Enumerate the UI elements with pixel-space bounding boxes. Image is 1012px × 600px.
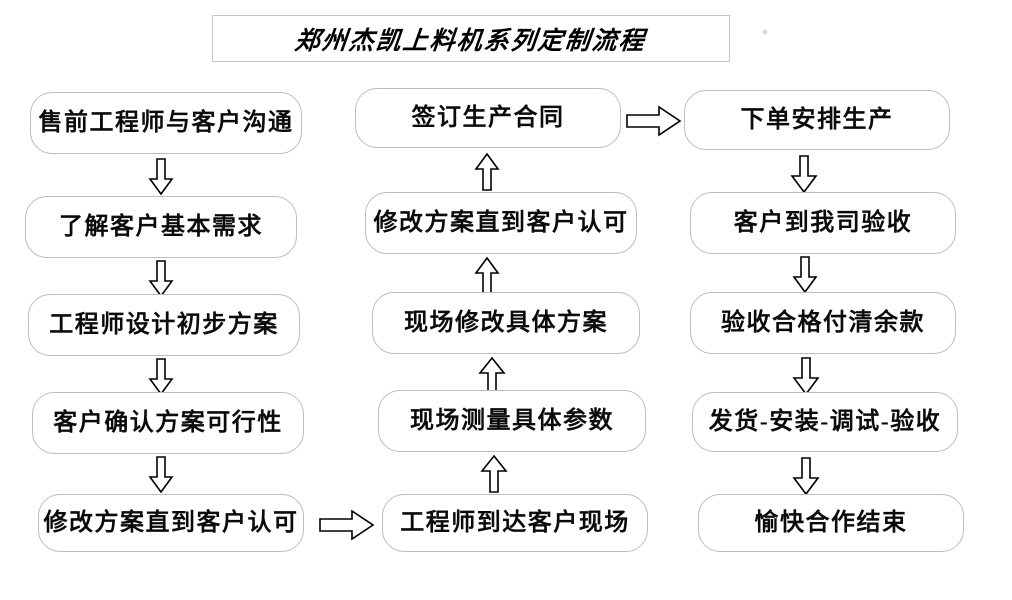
arrow-right-c2s1-c3s1 bbox=[625, 104, 683, 138]
diagram-title: 郑州杰凯上料机系列定制流程 bbox=[293, 27, 648, 55]
node-c1s3[interactable]: 工程师设计初步方案 bbox=[28, 294, 300, 356]
arrow-right-c1s5-c2s5 bbox=[318, 508, 376, 542]
node-label: 愉快合作结束 bbox=[754, 510, 908, 536]
node-c1s4[interactable]: 客户确认方案可行性 bbox=[32, 392, 304, 454]
node-c2s2[interactable]: 修改方案直到客户认可 bbox=[365, 192, 637, 254]
node-label: 现场修改具体方案 bbox=[404, 310, 608, 336]
node-label: 客户到我司验收 bbox=[733, 210, 913, 236]
arrow-down-c1s4-c1s5 bbox=[148, 456, 174, 494]
arrow-down-c1s2-c1s3 bbox=[148, 260, 174, 298]
node-label: 工程师到达客户现场 bbox=[400, 510, 630, 536]
node-c2s1[interactable]: 签订生产合同 bbox=[355, 88, 621, 148]
diagram-title-box: 郑州杰凯上料机系列定制流程 bbox=[212, 15, 730, 62]
node-c3s5[interactable]: 愉快合作结束 bbox=[698, 494, 964, 552]
node-label: 签订生产合同 bbox=[411, 105, 565, 131]
arrow-down-c3s1-c3s2 bbox=[790, 154, 818, 194]
node-label: 工程师设计初步方案 bbox=[49, 312, 279, 338]
node-c3s3[interactable]: 验收合格付清余款 bbox=[690, 292, 956, 354]
node-c1s5[interactable]: 修改方案直到客户认可 bbox=[38, 494, 304, 552]
arrow-up-c2s5-c2s4 bbox=[480, 454, 508, 494]
node-c3s4[interactable]: 发货-安装-调试-验收 bbox=[692, 392, 958, 452]
arrow-up-c2s2-c2s1 bbox=[474, 152, 500, 192]
node-label: 修改方案直到客户认可 bbox=[373, 210, 629, 236]
arrow-down-c3s3-c3s4 bbox=[792, 356, 820, 396]
arrow-down-c1s3-c1s4 bbox=[148, 358, 174, 396]
node-c3s1[interactable]: 下单安排生产 bbox=[684, 90, 950, 150]
node-c1s2[interactable]: 了解客户基本需求 bbox=[25, 196, 297, 258]
node-label: 客户确认方案可行性 bbox=[53, 410, 283, 436]
arrow-down-c1s1-c1s2 bbox=[148, 158, 174, 196]
node-label: 验收合格付清余款 bbox=[721, 310, 925, 336]
arrow-down-c3s4-c3s5 bbox=[792, 456, 820, 496]
node-label: 现场测量具体参数 bbox=[410, 408, 614, 434]
node-c2s4[interactable]: 现场测量具体参数 bbox=[378, 390, 646, 452]
arrow-down-c3s2-c3s3 bbox=[792, 256, 818, 294]
node-label: 了解客户基本需求 bbox=[59, 214, 263, 240]
node-label: 下单安排生产 bbox=[740, 107, 894, 133]
node-c3s2[interactable]: 客户到我司验收 bbox=[690, 192, 956, 254]
node-label: 发货-安装-调试-验收 bbox=[708, 409, 942, 435]
node-label: 售前工程师与客户沟通 bbox=[38, 110, 294, 136]
image-artifact-speck bbox=[763, 30, 767, 34]
arrow-up-c2s3-c2s2 bbox=[474, 256, 500, 296]
node-label: 修改方案直到客户认可 bbox=[43, 510, 299, 536]
node-c2s3[interactable]: 现场修改具体方案 bbox=[372, 292, 640, 354]
node-c1s1[interactable]: 售前工程师与客户沟通 bbox=[30, 92, 302, 154]
node-c2s5[interactable]: 工程师到达客户现场 bbox=[382, 494, 648, 552]
